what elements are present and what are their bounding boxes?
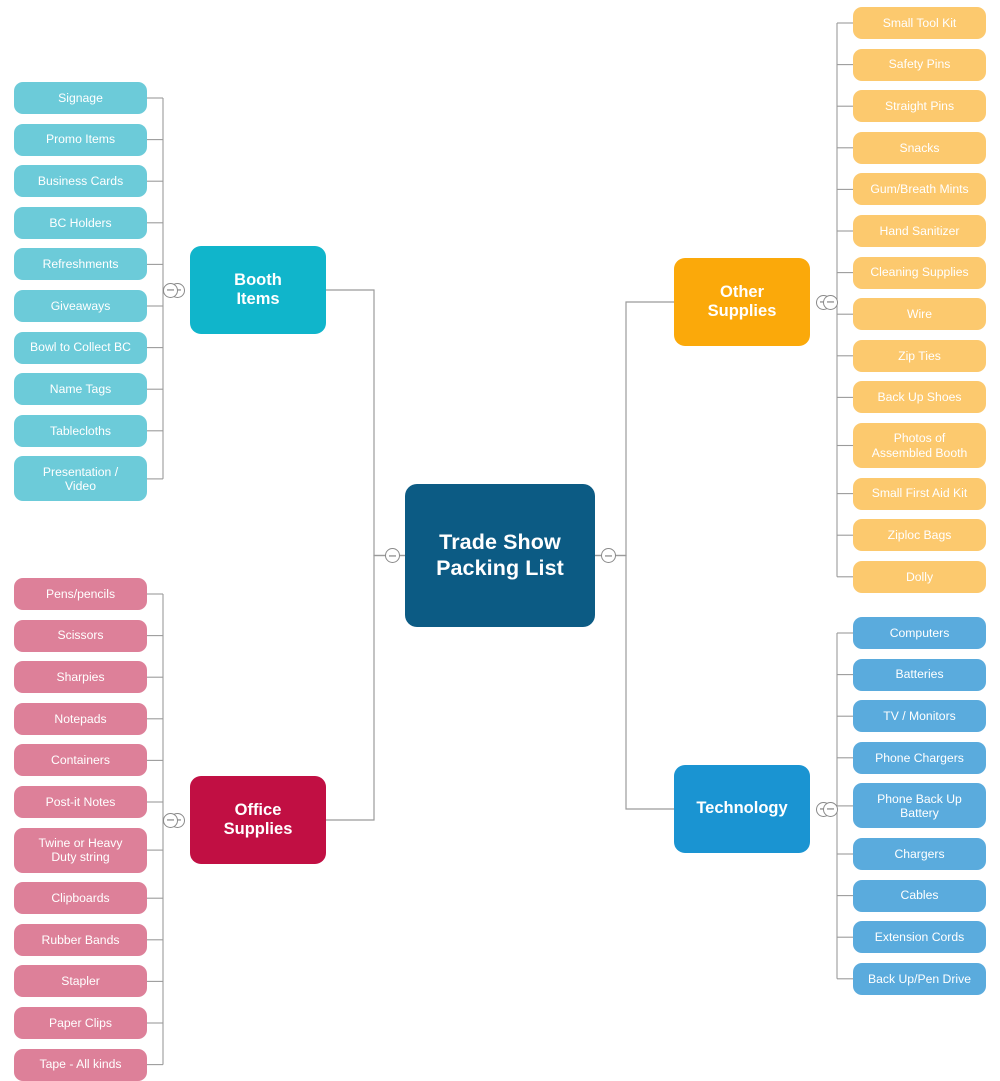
leaf-node[interactable]: Pens/pencils bbox=[14, 578, 147, 610]
branch-node-booth-items[interactable]: Booth Items bbox=[190, 246, 326, 334]
leaf-node[interactable]: Photos of Assembled Booth bbox=[853, 423, 986, 468]
branch-leaves-collapse-other-supplies-icon[interactable] bbox=[822, 294, 838, 310]
leaf-node[interactable]: TV / Monitors bbox=[853, 700, 986, 733]
branch-node-other-supplies[interactable]: Other Supplies bbox=[674, 258, 810, 346]
leaf-node[interactable]: BC Holders bbox=[14, 206, 147, 239]
leaf-node[interactable]: Giveaways bbox=[14, 290, 147, 322]
leaf-node[interactable]: Promo Items bbox=[14, 123, 147, 156]
leaf-node[interactable]: Chargers bbox=[853, 838, 986, 870]
leaf-node[interactable]: Twine or Heavy Duty string bbox=[14, 827, 147, 873]
leaf-node[interactable]: Back Up Shoes bbox=[853, 381, 986, 414]
leaf-node[interactable]: Ziploc Bags bbox=[853, 519, 986, 552]
leaf-node[interactable]: Dolly bbox=[853, 560, 986, 593]
leaf-node[interactable]: Computers bbox=[853, 617, 986, 649]
leaf-node[interactable]: Tablecloths bbox=[14, 414, 147, 447]
leaf-node[interactable]: Extension Cords bbox=[853, 921, 986, 954]
leaf-node[interactable]: Clipboards bbox=[14, 882, 147, 915]
leaf-node[interactable]: Refreshments bbox=[14, 248, 147, 281]
leaf-node[interactable]: Name Tags bbox=[14, 373, 147, 406]
root-collapse-right-icon[interactable] bbox=[600, 548, 616, 563]
leaf-node[interactable]: Notepads bbox=[14, 702, 147, 735]
root-collapse-left-icon[interactable] bbox=[384, 548, 400, 563]
leaf-node[interactable]: Scissors bbox=[14, 619, 147, 652]
leaf-node[interactable]: Batteries bbox=[853, 658, 986, 691]
leaf-node[interactable]: Phone Chargers bbox=[853, 741, 986, 774]
leaf-node[interactable]: Presentation / Video bbox=[14, 456, 147, 502]
leaf-node[interactable]: Containers bbox=[14, 744, 147, 777]
leaf-node[interactable]: Small Tool Kit bbox=[853, 7, 986, 39]
leaf-node[interactable]: Cleaning Supplies bbox=[853, 256, 986, 289]
leaf-node[interactable]: Back Up/Pen Drive bbox=[853, 962, 986, 995]
leaf-node[interactable]: Zip Ties bbox=[853, 339, 986, 372]
branch-leaves-collapse-technology-icon[interactable] bbox=[822, 801, 838, 817]
leaf-node[interactable]: Signage bbox=[14, 82, 147, 114]
leaf-node[interactable]: Post-it Notes bbox=[14, 786, 147, 818]
leaf-node[interactable]: Rubber Bands bbox=[14, 923, 147, 956]
branch-leaves-collapse-office-supplies-icon[interactable] bbox=[162, 812, 178, 828]
leaf-node[interactable]: Paper Clips bbox=[14, 1007, 147, 1039]
leaf-node[interactable]: Sharpies bbox=[14, 661, 147, 694]
leaf-node[interactable]: Cables bbox=[853, 879, 986, 912]
leaf-node[interactable]: Snacks bbox=[853, 131, 986, 164]
leaf-node[interactable]: Business Cards bbox=[14, 165, 147, 198]
leaf-node[interactable]: Hand Sanitizer bbox=[853, 215, 986, 247]
leaf-node[interactable]: Stapler bbox=[14, 965, 147, 998]
branch-leaves-collapse-booth-items-icon[interactable] bbox=[162, 282, 178, 298]
leaf-node[interactable]: Bowl to Collect BC bbox=[14, 331, 147, 364]
leaf-node[interactable]: Wire bbox=[853, 298, 986, 331]
leaf-node[interactable]: Small First Aid Kit bbox=[853, 477, 986, 510]
leaf-node[interactable]: Tape - All kinds bbox=[14, 1048, 147, 1081]
branch-node-office-supplies[interactable]: Office Supplies bbox=[190, 776, 326, 864]
leaf-node[interactable]: Safety Pins bbox=[853, 48, 986, 81]
branch-node-technology[interactable]: Technology bbox=[674, 765, 810, 853]
leaf-node[interactable]: Phone Back Up Battery bbox=[853, 783, 986, 829]
root-node-trade-show-packing-list[interactable]: Trade Show Packing List bbox=[405, 484, 595, 627]
leaf-node[interactable]: Gum/Breath Mints bbox=[853, 173, 986, 206]
leaf-node[interactable]: Straight Pins bbox=[853, 90, 986, 123]
